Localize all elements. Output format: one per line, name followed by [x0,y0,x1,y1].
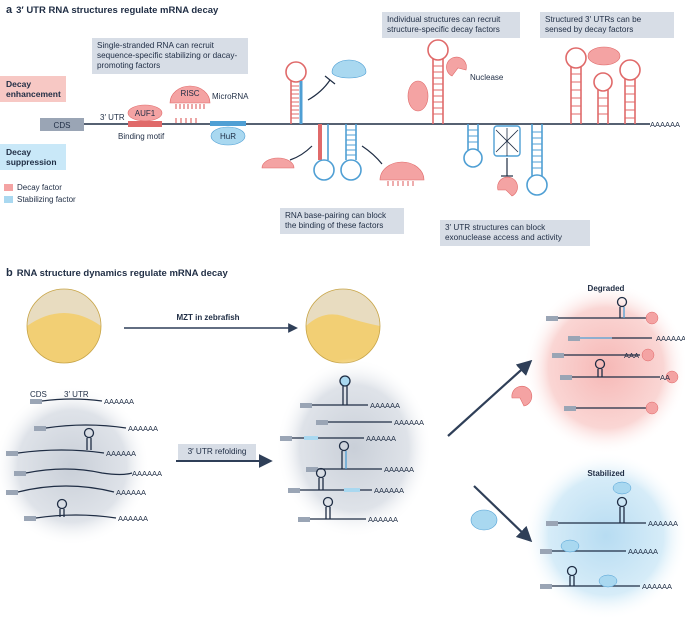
auf1-protein [127,104,163,122]
auf1-binding-motif [128,121,162,127]
utr-label-b: 3′ UTR [64,390,89,399]
binding-motif-label: Binding motif [118,132,165,141]
microrna-strands [175,104,205,123]
hairpin-pair [313,124,362,181]
hairpin-blue-down-1 [463,124,483,168]
mzt-label: MZT in zebrafish [176,313,239,322]
risc-label: RISC [180,89,199,98]
hur-binding-motif [210,121,246,126]
cloud-degraded [524,282,685,454]
initial-mrnas [6,398,133,521]
stabilizer-1 [612,481,632,495]
legend-stabilizing-factor: Stabilizing factor [4,195,76,204]
polya-b-5: AAAAAA [116,488,146,497]
polya-b-2: AAAAAA [128,424,158,433]
stabilized-label: Stabilized [587,469,624,478]
polya-r-1: AAAAAA [370,401,400,410]
block-arrow-3 [361,145,383,165]
decay-dot-3 [665,370,679,384]
decay-dot-4 [645,401,659,415]
stabilized-mrnas [540,496,646,589]
polya-r-5: AAAAAA [374,486,404,495]
nuclease-pacman [446,56,467,77]
legend: Decay factor Stabilizing factor [4,183,76,204]
polya-tail-a: AAAAAA [650,120,680,129]
exonuclease-pacman [497,176,518,197]
g-quadruplex [493,125,521,157]
degraded-mrnas [546,296,660,411]
polya-d-short1: AAA [624,351,639,360]
polya-r-3: AAAAAA [366,434,396,443]
polya-s-1: AAAAAA [648,519,678,528]
polya-b-1: AAAAAA [104,397,134,406]
cloud-refolded [276,358,432,538]
microrna-label: MicroRNA [212,92,249,101]
stabilizing-factor-b [470,509,498,531]
decay-enhancement-tag: Decay enhancement [0,76,66,102]
polya-b-4: AAAAAA [132,469,162,478]
cds-label: CDS [54,121,71,130]
polya-s-2: AAAAAA [628,547,658,556]
decay-suppression-tag: Decay suppression [0,144,66,170]
stabilizing-factor-blocked [331,59,367,79]
cds-box [40,118,84,131]
polya-r-2: AAAAAA [394,418,424,427]
embryo-early [26,288,102,364]
hairpin-1 [285,61,307,124]
decay-dot-1 [645,311,659,325]
stabilizer-3 [598,574,618,588]
stabilize-swatch [4,196,13,203]
legend-decay-factor: Decay factor [4,183,76,192]
polya-d-short2: AA [660,373,670,382]
decay-factor-bound [407,80,429,112]
polya-b-3: AAAAAA [106,449,136,458]
decay-dot-2 [641,348,655,362]
callout-single-stranded: Single-stranded RNA can recruit sequence… [92,38,248,74]
polya-b-6: AAAAAA [118,514,148,523]
callout-base-pairing: RNA base-pairing can block the binding o… [280,208,404,234]
panel-b-diagram: MZT in zebrafish CDS 3′ UTR AAAAAA AAAAA… [0,282,685,620]
decay-factor-blocked-1 [261,157,295,169]
polya-d-1: AAAAAA [656,334,685,343]
decay-factor-pacman-b [511,385,533,407]
hairpin-blue-down-2 [526,124,548,196]
stabilizer-2 [560,539,580,553]
block-arrow-1 [307,79,331,101]
polya-r-4: AAAAAA [384,465,414,474]
callout-exonuclease: 3′ UTR structures can block exonuclease … [440,220,590,246]
auf1-label: AUF1 [135,109,156,118]
panel-a-diagram: CDS 3′ UTR AUF1 Binding motif RISC Micro… [40,39,680,197]
embryo-late [305,288,381,364]
polya-s-3: AAAAAA [642,582,672,591]
decay-factor-blocked-risc [379,161,425,181]
arrow-to-stabilized [473,485,533,543]
callout-structured-utrs: Structured 3′ UTRs can be sensed by deca… [540,12,674,38]
cloud-stabilized [524,452,685,620]
polya-r-6: AAAAAA [368,515,398,524]
arrow-to-degraded [447,359,533,437]
callout-individual-structures: Individual structures can recruit struct… [382,12,520,38]
utr-label: 3′ UTR [100,113,125,122]
block-arrow-2 [289,145,313,161]
hur-label: HuR [220,132,236,141]
decay-sensor-factor [587,46,621,66]
refolded-mrnas [280,375,392,522]
nuclease-label: Nuclease [470,73,504,82]
risc-complex [169,85,211,104]
degraded-label: Degraded [588,284,625,293]
hairpin-red-tall [427,39,449,124]
refolding-label: 3′ UTR refolding [178,444,256,460]
cds-label-b: CDS [30,390,47,399]
decay-swatch [4,184,13,191]
hur-protein [210,126,246,146]
